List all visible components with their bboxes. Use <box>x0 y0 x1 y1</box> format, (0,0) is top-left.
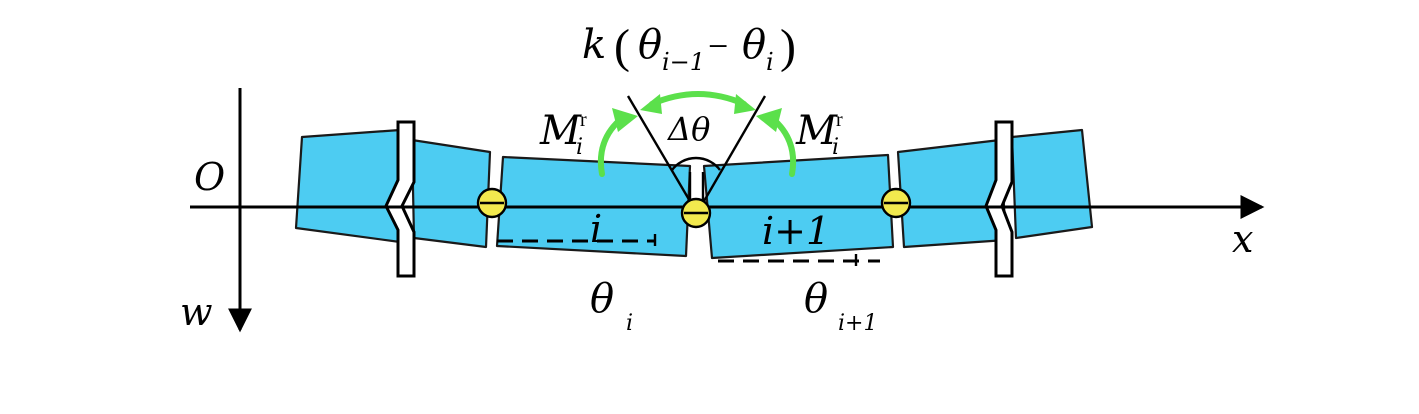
left-break-symbol <box>384 120 416 278</box>
element-i-label: i <box>590 207 602 251</box>
delta-theta-arrowhead-right <box>734 94 756 114</box>
left-rotation-line <box>626 95 696 209</box>
element-i-plus-1-label: i+1 <box>762 209 830 253</box>
spring-moment-label: k ( θ i−1 − θ i ) <box>582 20 796 76</box>
beam-block-left <box>410 138 492 249</box>
spring-sub-b: i <box>766 48 774 76</box>
delta-theta-label: Δθ <box>666 110 710 148</box>
origin-label: O <box>194 155 225 199</box>
moment-arrowhead-left <box>612 108 638 132</box>
theta-i-sub: i <box>626 311 633 336</box>
right-break-symbol <box>984 120 1014 278</box>
spring-theta-b: θ <box>742 22 766 68</box>
spring-paren-open: ( <box>614 20 630 73</box>
delta-theta-angle-arc <box>671 156 721 171</box>
theta-i-symbol: θ <box>590 276 614 322</box>
spring-paren-close: ) <box>780 20 796 73</box>
moment-right-sub: i <box>832 135 839 160</box>
x-axis-label: x <box>1232 217 1253 261</box>
spring-k: k <box>582 22 606 68</box>
moment-right-sup: r <box>836 109 843 131</box>
spring-minus: − <box>708 26 728 66</box>
theta-i1-sub: i+1 <box>838 311 877 336</box>
spring-theta-a: θ <box>638 22 662 68</box>
delta-theta-arrowhead-left <box>640 94 662 114</box>
moment-left-symbol: M <box>539 108 582 154</box>
beam-block-far-left <box>294 128 402 244</box>
spring-sub-a: i−1 <box>662 48 705 76</box>
moment-arrowhead-right <box>756 108 782 132</box>
moment-left-sub: i <box>576 135 583 160</box>
beam-block-far-right <box>1010 128 1094 240</box>
theta-i1-symbol: θ <box>804 276 828 322</box>
moment-label-left: M r i <box>539 108 587 160</box>
delta-theta-arrow <box>649 91 747 107</box>
moment-label-right: M r i <box>795 108 843 160</box>
moment-right-symbol: M <box>795 108 838 154</box>
right-rotation-line <box>698 95 767 209</box>
moment-left-sup: r <box>580 109 587 131</box>
w-axis-label: w <box>180 290 213 334</box>
